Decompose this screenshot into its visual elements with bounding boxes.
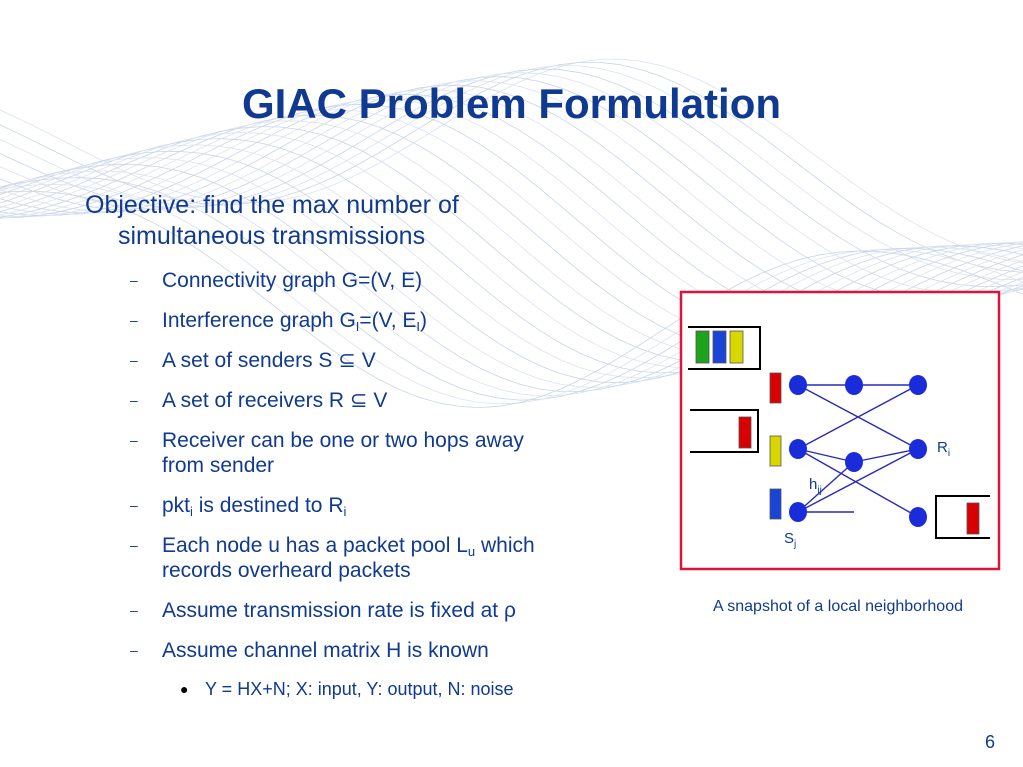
bullet-dash: –: [130, 642, 138, 658]
packet: [769, 435, 782, 467]
diagram-node: [789, 439, 807, 459]
page-number: 6: [985, 732, 996, 752]
bullet-text: Assume transmission rate is fixed at ρ: [162, 599, 516, 622]
diagram-edge: [797, 461, 855, 513]
bullet-text: A set of senders S ⊆ V: [162, 349, 376, 372]
bullet-dot: ●: [180, 681, 189, 697]
diagram-node: [845, 452, 863, 472]
receiver-label: Ri: [937, 439, 950, 459]
slide-title: GIAC Problem Formulation: [241, 80, 782, 127]
bullet-text: Connectivity graph G=(V, E): [162, 269, 423, 292]
packet: [769, 488, 782, 520]
diagram-edge: [797, 448, 919, 513]
packet: [966, 502, 980, 535]
diagram-edge: [853, 448, 919, 463]
bullet-dash: –: [130, 272, 138, 288]
objective-line-2: simultaneous transmissions: [118, 222, 426, 250]
diagram-node: [789, 375, 807, 395]
objective-text: Objective: find the max number of simult…: [85, 190, 605, 252]
diagram-node: [909, 439, 927, 459]
diagram-caption: A snapshot of a local neighborhood: [713, 598, 963, 615]
diagram-frame: [679, 290, 1001, 571]
packet: [712, 330, 727, 364]
packet-pool-buffer: [688, 326, 761, 370]
diagram-edge: [797, 448, 919, 518]
bullet-dash: –: [130, 602, 138, 618]
packet: [738, 416, 752, 449]
bullet-text: A set of receivers R ⊆ V: [162, 389, 388, 412]
bullet-dash: –: [130, 537, 138, 553]
diagram-node: [845, 375, 863, 395]
bullet-text: Interference graph GI=(V, EI): [162, 309, 428, 334]
packet-pool-buffer: [935, 495, 990, 539]
diagram-edge: [797, 448, 855, 463]
bullet-text: Assume channel matrix H is known: [162, 639, 489, 662]
packet: [695, 330, 710, 364]
objective-line-1: Objective: find the max number of: [85, 191, 459, 219]
bullet-dash: –: [130, 312, 138, 328]
diagram-node: [789, 502, 807, 522]
bullet-dash: –: [130, 497, 138, 513]
sub-bullet-text: Y = HX+N; X: input, Y: output, N: noise: [205, 679, 514, 699]
diagram-edge: [797, 384, 919, 450]
packet-pool-buffer: [690, 409, 759, 453]
bullet-dash: –: [130, 352, 138, 368]
diagram-node: [909, 375, 927, 395]
diagram-node: [909, 507, 927, 527]
packet: [729, 330, 744, 364]
bullet-text: pkti is destined to Ri: [162, 494, 347, 519]
bullet-dash: –: [130, 392, 138, 408]
bullet-dash: –: [130, 432, 138, 448]
sender-label: Sj: [784, 530, 796, 550]
packet: [769, 372, 782, 404]
